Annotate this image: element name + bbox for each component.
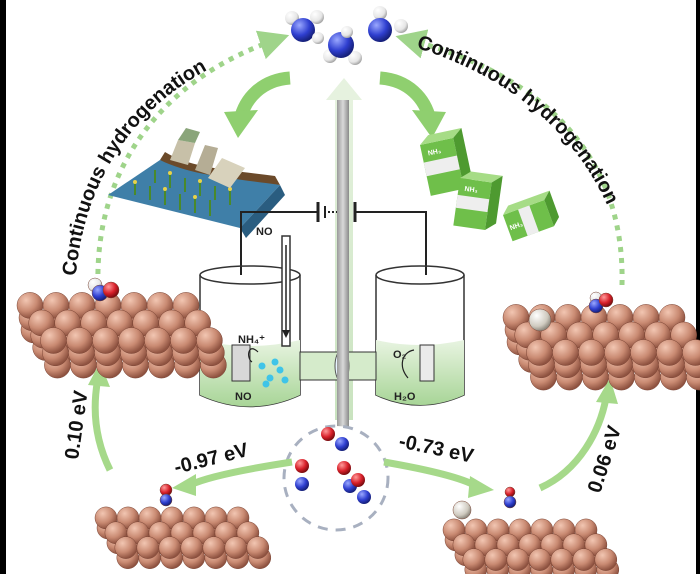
copper-atom [144, 327, 171, 354]
no-molecules [295, 427, 371, 504]
svg-text:NO: NO [256, 226, 273, 238]
arrow-left-up [91, 377, 114, 472]
center-post [337, 100, 349, 430]
slab-bottom-left [94, 506, 272, 569]
copper-atom [246, 536, 270, 559]
copper-atom [656, 339, 683, 366]
anode-cell: O₂ H₂O [375, 265, 465, 406]
copper-atom [604, 339, 631, 366]
svg-text:NH₃: NH₃ [464, 186, 478, 195]
copper-atom [550, 548, 574, 571]
copper-atom [136, 536, 160, 559]
slab-bottom-right [442, 518, 620, 574]
svg-text:NO: NO [235, 391, 252, 403]
oxygen-atom [102, 281, 120, 299]
copper-atom [66, 327, 93, 354]
dotted-arc-right [395, 29, 625, 286]
copper-atom [118, 327, 145, 354]
oxygen-atom [504, 486, 516, 498]
oxygen-atom [598, 292, 614, 308]
arrow-right-up [538, 397, 610, 492]
copper-atom [92, 327, 119, 354]
svg-text:NH₄⁺: NH₄⁺ [238, 334, 265, 346]
slab-left-top [16, 292, 227, 379]
copper-atom [196, 327, 223, 354]
arrow-top-right-head [412, 110, 446, 138]
nitrogen-atom [503, 495, 517, 509]
beam-arrowhead [326, 78, 362, 100]
svg-text:O₂: O₂ [393, 349, 407, 361]
copper-atom [526, 339, 553, 366]
copper-atom [180, 536, 204, 559]
arrow-bottom-right-head [468, 476, 494, 498]
copper-atom [682, 339, 700, 366]
copper-atom [158, 536, 182, 559]
copper-slabs [16, 292, 700, 574]
copper-atom [484, 548, 508, 571]
nh3-blocks: NH₃ NH₃ NH₃ [420, 128, 560, 242]
copper-atom [528, 548, 552, 571]
copper-atom [170, 327, 197, 354]
copper-atom [630, 339, 657, 366]
copper-atom [202, 536, 226, 559]
cathode-cell: NO NH₄⁺ NO [199, 226, 301, 408]
nh3-molecules [285, 6, 408, 65]
hydrogen-atom [528, 308, 552, 332]
copper-atom [40, 327, 67, 354]
copper-atom [552, 339, 579, 366]
copper-atom [578, 339, 605, 366]
arrow-bottom-left-head [172, 474, 196, 496]
slab-right-top [502, 304, 700, 391]
no-reservoir [282, 424, 390, 532]
copper-atom [224, 536, 248, 559]
svg-text:NH₃: NH₃ [509, 221, 524, 232]
nitrogen-atom [159, 493, 173, 507]
copper-atom [506, 548, 530, 571]
svg-text:H₂O: H₂O [394, 391, 416, 403]
svg-text:NH₃: NH₃ [427, 148, 442, 158]
copper-atom [462, 548, 486, 571]
arrow-top-left-head [224, 110, 258, 138]
arrow-left-up-head [88, 362, 110, 387]
arrow-right-up-head [596, 378, 618, 404]
adsorbates [87, 277, 614, 520]
copper-atom [594, 548, 618, 571]
hydrogen-atom [452, 500, 472, 520]
copper-atom [114, 536, 138, 559]
copper-atom [572, 548, 596, 571]
dotted-arc-left [95, 30, 290, 286]
